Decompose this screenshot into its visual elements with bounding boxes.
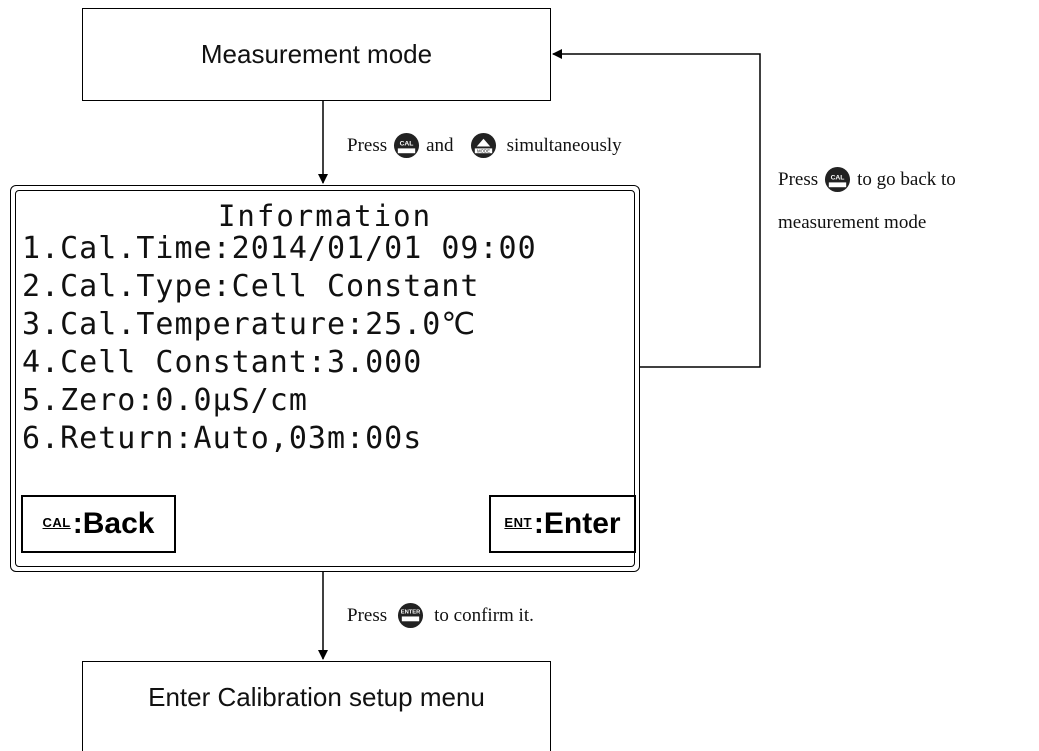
mode-button-icon: MODE: [470, 132, 496, 159]
step1-press-text: Press: [347, 134, 388, 156]
lcd-line-return: 6.Return:Auto,03m:00s: [22, 421, 423, 456]
lcd-screen: Information 1.Cal.Time:2014/01/01 09:00 …: [10, 185, 640, 572]
softkey-back-tag: CAL: [42, 514, 71, 530]
return-instruction-line2: measurement mode: [778, 212, 926, 234]
svg-text:CAL: CAL: [400, 141, 414, 148]
step2-suffix-text: to confirm it.: [434, 604, 534, 626]
step1-instruction: Press CAL and MODE simultaneously: [347, 132, 622, 159]
cal-button-icon: CAL: [394, 132, 420, 159]
measurement-mode-label: Measurement mode: [200, 39, 433, 69]
lcd-line-cal-type: 2.Cal.Type:Cell Constant: [22, 269, 480, 304]
step2-press-text: Press: [347, 604, 388, 626]
svg-text:CAL: CAL: [831, 175, 845, 182]
enter-button-icon: ENTER: [398, 602, 424, 629]
step1-and-text: and: [426, 134, 454, 156]
return-instruction: Press CAL to go back to: [778, 166, 956, 193]
step1-suffix-text: simultaneously: [506, 134, 622, 156]
step2-instruction: Press ENTER to confirm it.: [347, 602, 534, 629]
return-line2-text: measurement mode: [778, 212, 927, 233]
arrow-return-to-top: [552, 49, 761, 368]
cal-button-icon: CAL: [825, 166, 851, 193]
svg-text:ENTER: ENTER: [401, 610, 421, 616]
softkey-back-label: :Back: [72, 507, 155, 540]
calibration-setup-label: Enter Calibration setup menu: [148, 681, 485, 712]
return-press-text: Press: [778, 168, 819, 190]
calibration-setup-box: Enter Calibration setup menu: [82, 661, 551, 751]
measurement-mode-box: Measurement mode: [82, 8, 551, 101]
lcd-line-cal-time: 1.Cal.Time:2014/01/01 09:00: [22, 231, 537, 266]
return-suffix-text: to go back to: [857, 168, 956, 190]
lcd-title: Information: [217, 199, 433, 233]
lcd-line-cell-constant: 4.Cell Constant:3.000: [22, 345, 423, 380]
lcd-inner-frame: Information 1.Cal.Time:2014/01/01 09:00 …: [15, 190, 636, 567]
softkey-enter[interactable]: ENT :Enter: [489, 495, 636, 553]
lcd-line-cal-temperature: 3.Cal.Temperature:25.0℃: [22, 307, 477, 342]
softkey-back[interactable]: CAL :Back: [21, 495, 176, 553]
softkey-enter-label: :Enter: [533, 507, 621, 540]
lcd-line-zero: 5.Zero:0.0µS/cm: [22, 383, 308, 418]
softkey-enter-tag: ENT: [504, 514, 532, 530]
svg-text:MODE: MODE: [477, 149, 490, 154]
